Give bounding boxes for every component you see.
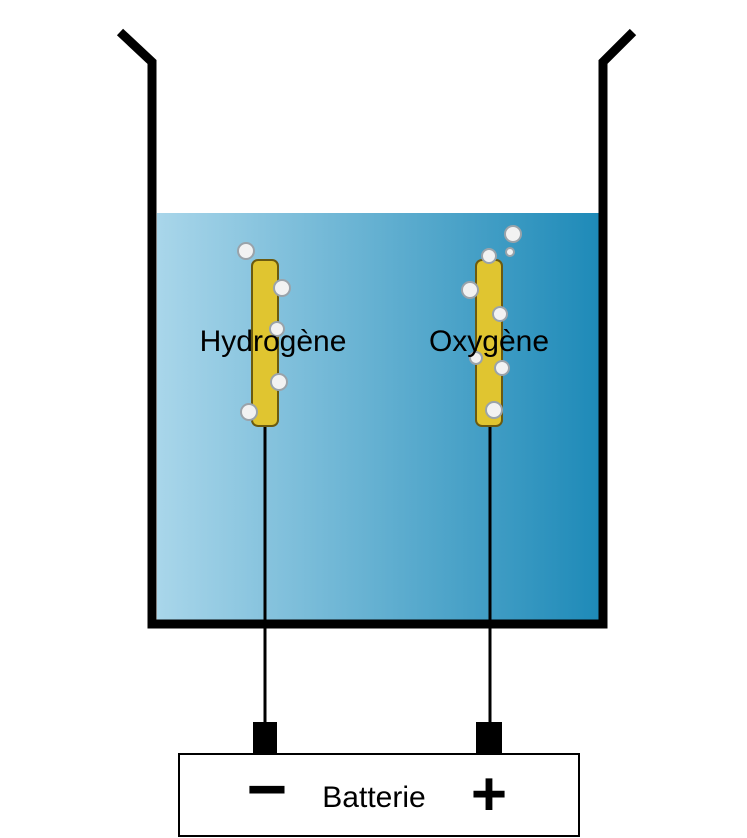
bubble (273, 279, 291, 297)
beaker (116, 28, 637, 629)
bubble (269, 321, 285, 337)
bubbles-cathode (237, 242, 291, 421)
bubble (240, 403, 258, 421)
label-hydrogen: Hydrogène (200, 325, 347, 358)
battery-negative-symbol: − (247, 750, 288, 828)
terminal-positive (476, 722, 502, 754)
bubble (469, 351, 483, 365)
bubble (237, 242, 255, 260)
battery-label: Batterie (322, 781, 425, 814)
bubble (492, 306, 508, 322)
bubbles-anode (461, 225, 522, 419)
bubble (461, 281, 479, 299)
bubble (505, 247, 515, 257)
bubble (481, 248, 497, 264)
water (157, 213, 599, 625)
battery-positive-symbol: + (471, 760, 507, 829)
bubble (494, 360, 510, 376)
label-oxygen: Oxygène (429, 325, 549, 358)
terminal-negative (253, 722, 277, 754)
bubble (270, 373, 288, 391)
bubble (485, 401, 503, 419)
battery (178, 753, 580, 837)
bubble (504, 225, 522, 243)
